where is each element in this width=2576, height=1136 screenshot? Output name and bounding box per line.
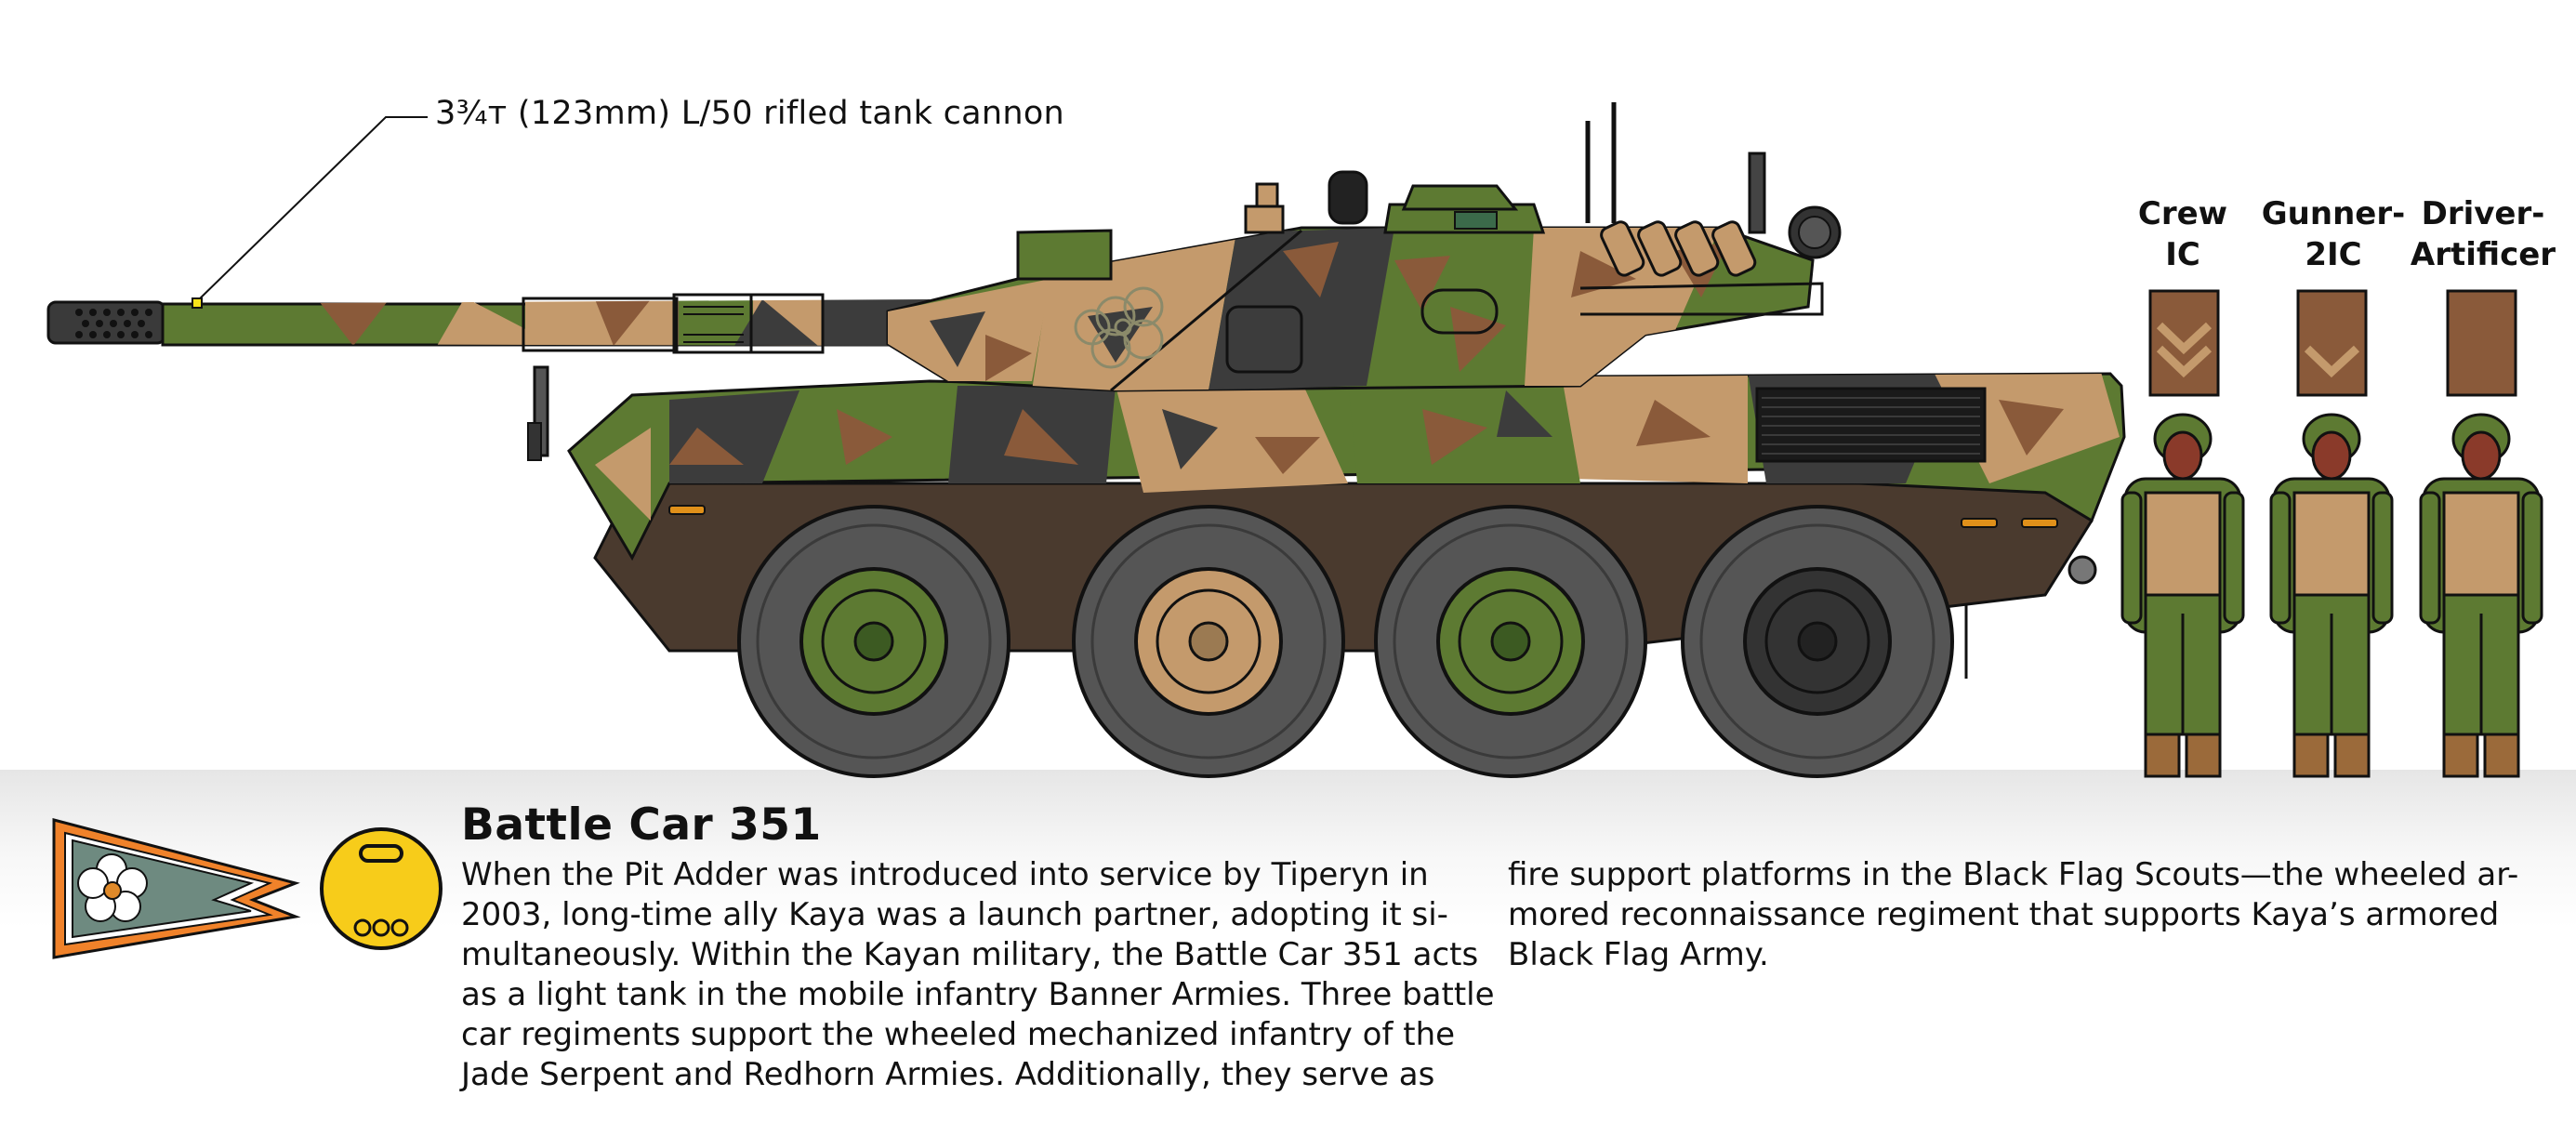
soldier-crew-ic [2120,413,2245,778]
soldier-gunner-2ic [2269,413,2394,778]
crew-label-crew-ic: Crew IC [2127,193,2239,275]
main-gun-barrel [46,293,931,354]
crew-label-gunner-2ic: Gunner- 2IC [2254,193,2412,275]
description-line: When the Pit Adder was introduced into s… [461,856,1429,893]
rank-insignia-crew-ic [2148,289,2220,397]
description-column-2: fire support platforms in the Black Flag… [1508,855,2521,975]
callout-leader-line [194,116,428,304]
unit-badge-icon [320,827,443,950]
rank-insignia-gunner-2ic [2296,289,2368,397]
crew-label-line1: Crew [2137,195,2228,232]
description-column-1: When the Pit Adder was introduced into s… [461,855,1495,1095]
rank-insignia-driver-artificer [2446,289,2517,397]
soldier-driver-artificer [2419,413,2543,778]
vehicle-title: Battle Car 351 [461,799,822,851]
description-line: fire support platforms in the Black Flag… [1508,856,2519,893]
pennant-flag-icon [52,818,301,959]
description-line: multaneously. Within the Kayan military,… [461,936,1479,973]
front-equipment [527,365,549,461]
wheel-1 [737,505,1011,778]
description-line: Black Flag Army. [1508,936,1769,973]
wheel-4 [1681,505,1954,778]
crew-label-line1: Gunner- [2261,195,2406,232]
description-line: mored reconnaissance regiment that suppo… [1508,896,2500,933]
description-line: Jade Serpent and Redhorn Armies. Additio… [461,1056,1435,1093]
crew-label-line2: 2IC [2305,236,2362,273]
blossom-emblem-icon [1074,286,1164,369]
caption-panel-background [0,770,2576,1136]
crew-label-line2: IC [2165,236,2200,273]
weapon-callout-label: 3¾т (123mm) L/50 rifled tank cannon [435,95,1065,132]
wheel-3 [1374,505,1647,778]
description-line: 2003, long-time ally Kaya was a launch p… [461,896,1448,933]
description-line: car regiments support the wheeled mechan… [461,1016,1456,1053]
hull-upper [567,372,2126,679]
wheel-2 [1072,505,1345,778]
crew-label-driver-artificer: Driver- Artificer [2404,193,2562,275]
crew-label-line2: Artificer [2410,236,2556,273]
crew-label-line1: Driver- [2421,195,2545,232]
turret [886,102,1842,392]
wheels [737,505,1954,778]
description-line: as a light tank in the mobile infantry B… [461,976,1495,1013]
